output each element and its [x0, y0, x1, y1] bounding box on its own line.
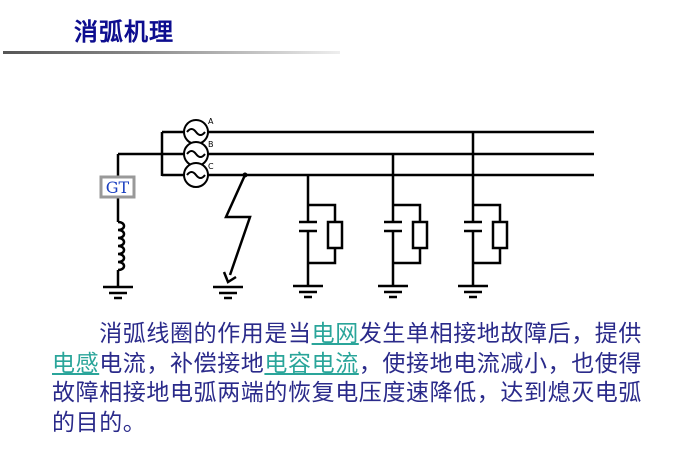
link-inductance[interactable]: 电感	[52, 350, 100, 377]
slide-title: 消弧机理	[74, 18, 174, 46]
title-divider	[3, 51, 340, 54]
arc-suppression-circuit-diagram: A B C GT	[99, 117, 594, 300]
load-branch-capacitor	[384, 154, 422, 285]
phase-label-a: A	[208, 117, 214, 126]
text-segment: 消弧线圈的作用是当	[99, 321, 312, 347]
fault-arc	[224, 174, 252, 276]
text-segment: 发生单相接地故障后，提供	[358, 321, 643, 347]
resistor	[411, 220, 429, 250]
fault-point	[242, 172, 248, 178]
text-segment: ，使接地电流减小，也使得故障相接地电弧两端的恢复电压度速降低，达到熄灭电弧的目的…	[52, 350, 643, 436]
indent	[52, 321, 99, 347]
phase-label-b: B	[208, 140, 214, 149]
text-segment: 电流，补偿接地	[99, 350, 265, 377]
inductor-coil	[117, 220, 126, 272]
gt-label: GT	[106, 178, 130, 197]
load-branch-capacitor	[464, 132, 502, 285]
resistor	[491, 220, 509, 250]
load-branch-capacitor	[299, 175, 337, 285]
resistor	[326, 220, 344, 250]
phase-label-c: C	[208, 162, 214, 171]
explanation-paragraph: 消弧线圈的作用是当电网发生单相接地故障后，提供电感电流，补偿接地电容电流，使接地…	[52, 320, 652, 438]
link-capacitive-current[interactable]: 电容电流	[264, 350, 359, 377]
gt-box	[99, 175, 136, 199]
link-power-grid[interactable]: 电网	[311, 321, 359, 347]
generator-icons	[183, 119, 209, 188]
fault-arrow-icon	[222, 271, 237, 284]
